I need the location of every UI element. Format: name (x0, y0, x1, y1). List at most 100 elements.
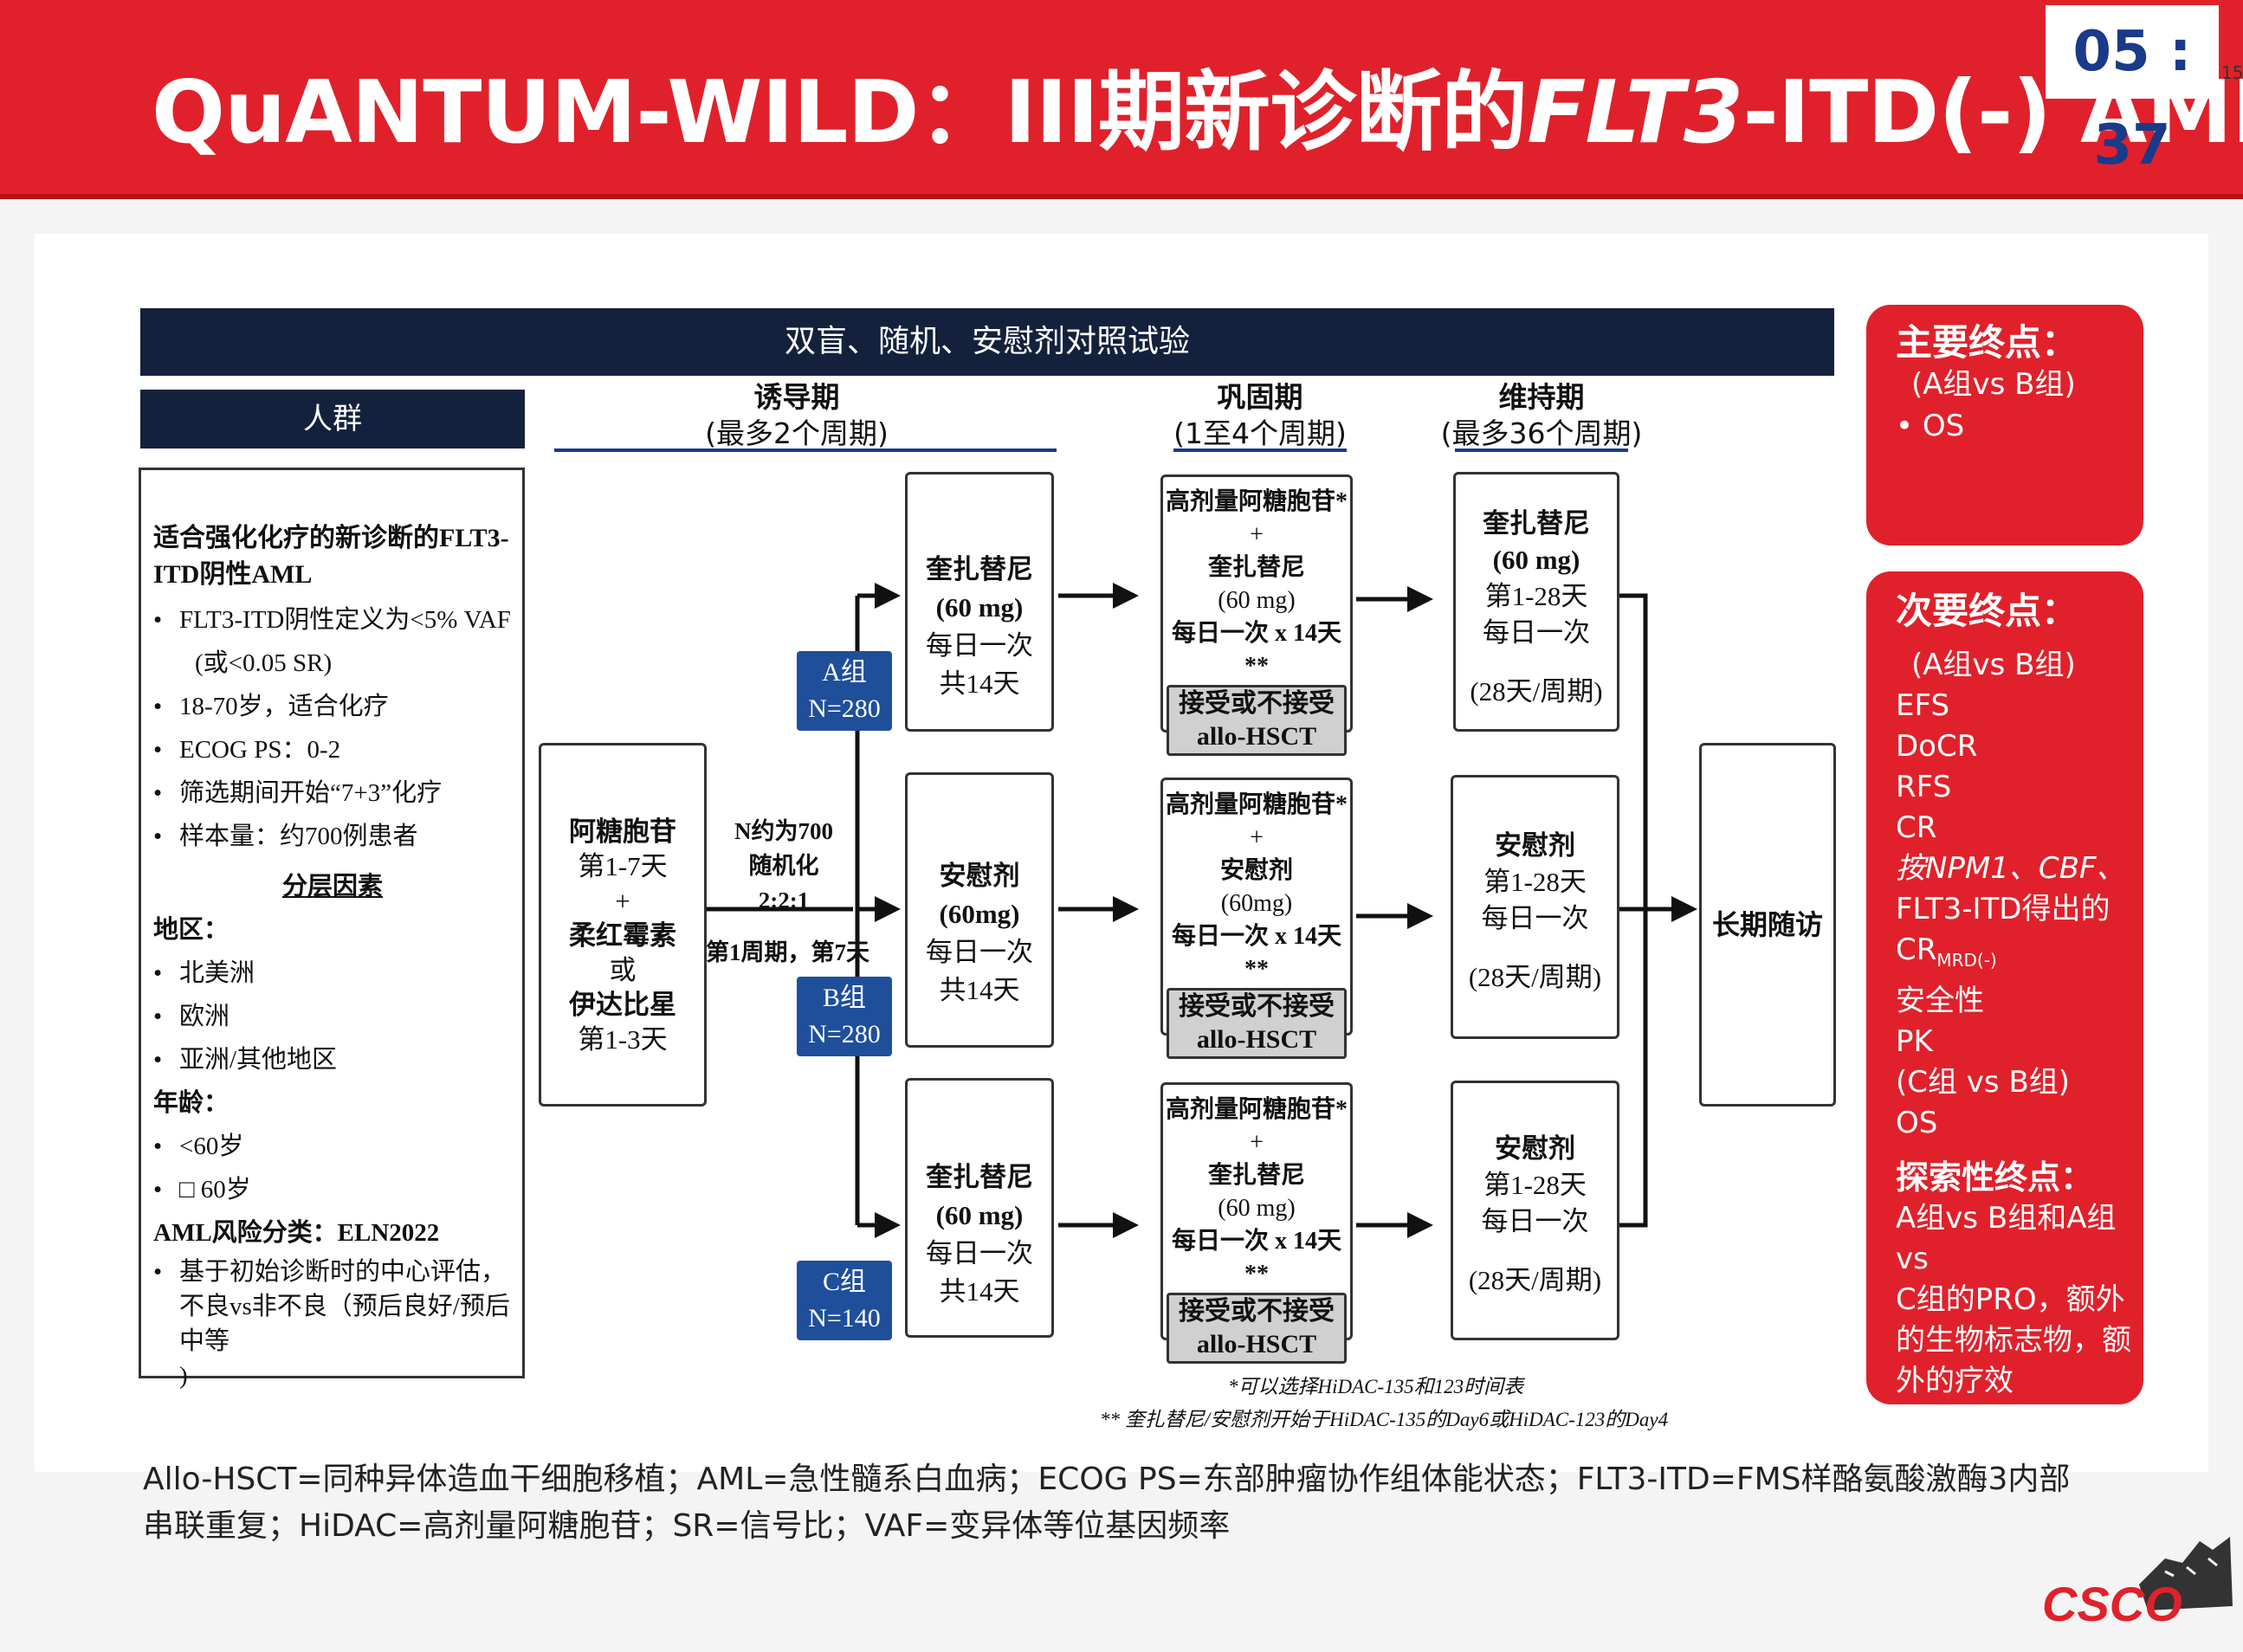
hsct-box: 接受或不接受 allo-HSCT (1167, 1293, 1347, 1364)
group-b-label: B组 N=280 (797, 977, 892, 1056)
phase-induction: 诱导期 (最多2个周期) (701, 379, 892, 452)
drug-frequency: 每日一次 x 14天** (1171, 1228, 1341, 1287)
group-n: N=140 (808, 1304, 881, 1333)
induction-box-b: 安慰剂 (60mg) 每日一次 共14天 (905, 772, 1054, 1048)
maintenance-box-a: 奎扎替尼 (60 mg) 第1-28天 每日一次 (28天/周期) (1453, 472, 1619, 732)
drug-duration: 共14天 (939, 975, 1020, 1005)
phase-name: 维持期 (1498, 380, 1585, 414)
group-name: A组 (822, 658, 867, 687)
page-title: QuANTUM-WILD：III期新诊断的FLT3-ITD(-) AML (152, 61, 2243, 163)
drug-dose: (60 mg) (935, 1200, 1024, 1230)
chemo-text: 伊达比星 (569, 990, 676, 1020)
risk-label: AML风险分类：ELN2022 (153, 1219, 440, 1247)
drug-name: 奎扎替尼 (1207, 554, 1305, 581)
drug-frequency: 每日一次 (1483, 617, 1590, 648)
region-item: 北美洲 (153, 952, 512, 995)
consolidation-text: 高剂量阿糖胞苷* (1165, 791, 1348, 818)
drug-name: 安慰剂 (1219, 857, 1293, 884)
cycle-length: (28天/周期) (1470, 676, 1603, 707)
csco-logo: CSCO (2042, 1537, 2233, 1631)
endpoint-item: (C组 vs B组) (1896, 1064, 2071, 1100)
region-item: 欧洲 (153, 995, 512, 1038)
primary-endpoint-title: 主要终点： (1896, 321, 2078, 364)
cycle-length: (28天/周期) (1468, 962, 1602, 992)
trial-design-banner: 双盲、随机、安慰剂对照试验 (140, 308, 1834, 376)
drug-name: 奎扎替尼 (1207, 1162, 1305, 1189)
endpoint-item: 按NPM1、CBF、 (1896, 851, 2126, 886)
drug-name: 奎扎替尼 (1483, 508, 1590, 539)
hsct-text: allo-HSCT (1196, 1025, 1317, 1054)
risk-item: 不良vs非不良（预后良好/预后中等 (179, 1293, 510, 1355)
endpoint-item: RFS (1896, 770, 1952, 804)
region-item: 亚洲/其他地区 (153, 1038, 512, 1081)
phase-name: 巩固期 (1217, 380, 1303, 414)
endpoint-item: C组的PRO，额外 (1896, 1281, 2125, 1317)
hsct-text: allo-HSCT (1196, 1330, 1317, 1358)
abbreviation-line: Allo-HSCT=同种异体造血干细胞移植；AML=急性髓系白血病；ECOG P… (143, 1462, 2071, 1497)
phase-underline (554, 448, 1057, 452)
group-name: B组 (822, 984, 866, 1012)
consolidation-text: 高剂量阿糖胞苷* (1165, 1096, 1348, 1123)
endpoint-item: CRMRD(-) (1896, 930, 2135, 981)
drug-frequency: 每日一次 (1481, 903, 1589, 933)
phase-name: 诱导期 (753, 380, 840, 414)
hsct-text: allo-HSCT (1196, 722, 1317, 751)
chemo-text: 阿糖胞苷 (569, 816, 676, 847)
drug-dose: (60mg) (1220, 890, 1293, 917)
hsct-text: 接受或不接受 (1179, 1297, 1335, 1326)
age-item: □ 60岁 (153, 1168, 512, 1211)
footnote: *可以选择HiDAC-135和123时间表 (1228, 1376, 1524, 1397)
induction-box-c: 奎扎替尼 (60 mg) 每日一次 共14天 (905, 1078, 1054, 1338)
phase-subtitle: (最多36个周期) (1440, 416, 1643, 450)
induction-box-a: 奎扎替尼 (60 mg) 每日一次 共14天 (905, 472, 1054, 732)
page-number: 15 (2221, 62, 2243, 83)
endpoint-item: EFS (1896, 688, 1950, 723)
drug-days: 第1-28天 (1483, 867, 1587, 897)
secondary-endpoint-box: 次要终点： (A组vs B组) EFS DoCR RFS CR 按NPM1、CB… (1866, 571, 2143, 1404)
population-heading: 适合强化化疗的新诊断的FLT3-ITD阴性AML (153, 524, 509, 589)
footnote: ** 奎扎替尼/安慰剂开始于HiDAC-135的Day6或HiDAC-123的D… (1100, 1409, 1669, 1430)
hsct-text: 接受或不接受 (1179, 992, 1335, 1021)
age-item: <60岁 (153, 1125, 512, 1168)
endpoint-item: OS (1896, 1105, 1938, 1140)
randomization-timing: 第1周期，第7天 (706, 939, 869, 965)
drug-name: 安慰剂 (1495, 1133, 1575, 1164)
randomization-label: N约为700 随机化 2:2:1 (706, 814, 862, 918)
age-label: 年龄： (153, 1089, 229, 1117)
timer: 05 : 37 (2046, 5, 2219, 177)
logo-text: CSCO (2042, 1577, 2182, 1631)
randomization-text: N约为700 (734, 818, 833, 844)
criteria-item: 筛选期间开始“7+3”化疗 (153, 771, 512, 815)
phase-underline (1455, 448, 1628, 452)
maintenance-box-b: 安慰剂 第1-28天 每日一次 (28天/周期) (1451, 775, 1619, 1039)
drug-dose: (60 mg) (1492, 545, 1580, 575)
group-c-label: C组 N=140 (797, 1261, 892, 1340)
population-box: 适合强化化疗的新诊断的FLT3-ITD阴性AML FLT3-ITD阴性定义为<5… (139, 468, 525, 1390)
consolidation-box-c: 高剂量阿糖胞苷* + 奎扎替尼 (60 mg) 每日一次 x 14天** 接受或… (1160, 1082, 1353, 1364)
drug-duration: 共14天 (939, 1276, 1020, 1307)
drug-frequency: 每日一次 x 14天** (1171, 620, 1341, 680)
secondary-endpoint-title: 次要终点： (1896, 590, 2078, 632)
stratification-title: 分层因素 (281, 873, 383, 900)
criteria-item: FLT3-ITD阴性定义为<5% VAF (153, 598, 512, 642)
endpoint-item: CR (1896, 810, 1937, 845)
drug-dose: (60mg) (939, 899, 1020, 929)
hsct-box: 接受或不接受 allo-HSCT (1167, 685, 1347, 756)
group-name: C组 (822, 1268, 866, 1296)
drug-name: 奎扎替尼 (926, 1162, 1033, 1192)
criteria-item: 18-70岁，适合化疗 (153, 685, 512, 728)
drug-frequency: 每日一次 (926, 630, 1033, 661)
criteria-item: ECOG PS：0-2 (153, 728, 512, 771)
endpoint-item: PK (1896, 1023, 1933, 1059)
consolidation-box-a: 高剂量阿糖胞苷* + 奎扎替尼 (60 mg) 每日一次 x 14天** 接受或… (1160, 474, 1353, 756)
consolidation-text: + (1250, 1129, 1264, 1156)
drug-frequency: 每日一次 (1481, 1206, 1589, 1236)
endpoint-item: • OS (1896, 409, 1965, 443)
drug-dose: (60 mg) (935, 592, 1024, 623)
maintenance-box-c: 安慰剂 第1-28天 每日一次 (28天/周期) (1451, 1081, 1619, 1340)
chemo-box: 阿糖胞苷 第1-7天 + 柔红霉素 或 伊达比星 第1-3天 (539, 743, 707, 1107)
group-n: N=280 (808, 1020, 881, 1049)
hsct-text: 接受或不接受 (1179, 689, 1335, 718)
group-n: N=280 (808, 694, 881, 723)
